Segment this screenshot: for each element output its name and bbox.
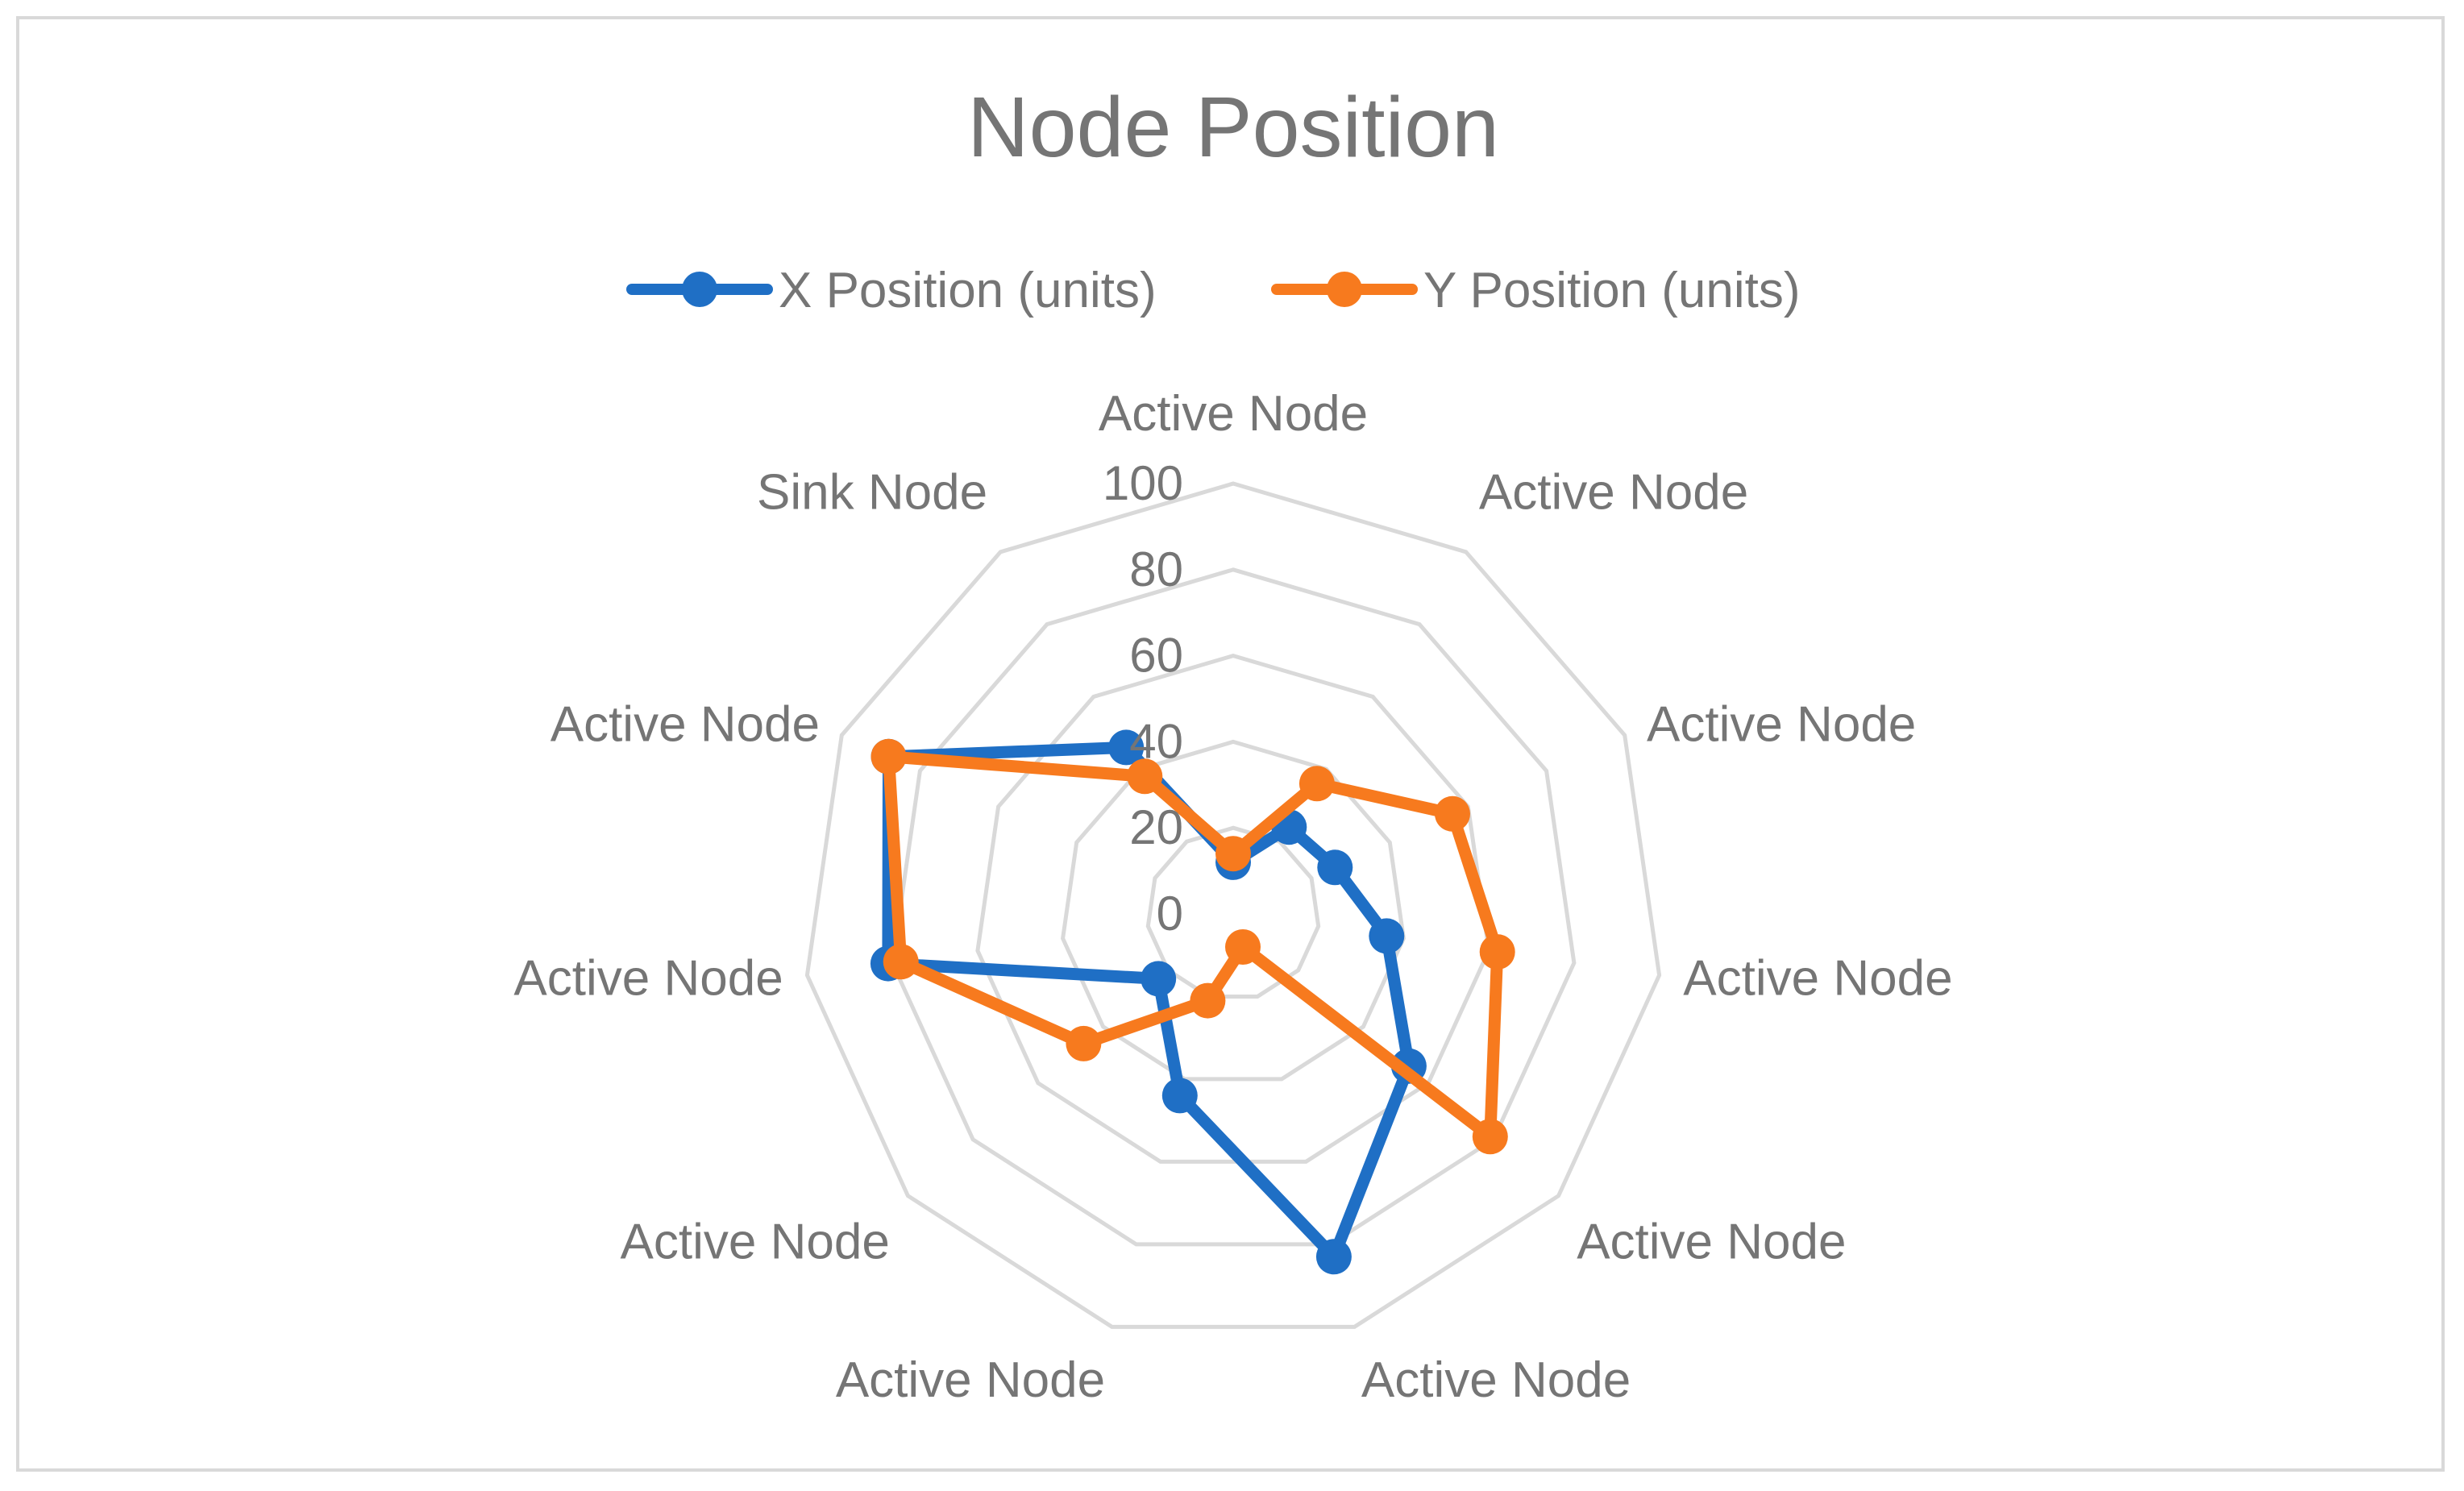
radar-chart: Node Position X Position (units) Y Posit… [513,80,1952,1408]
legend: X Position (units) Y Position (units) [626,263,1801,318]
data-point [1298,766,1335,802]
category-label: Active Node [1577,1214,1846,1269]
category-label: Active Node [836,1352,1105,1408]
radial-ticks: 0 20 40 60 80 100 [1103,456,1183,941]
grid-ring [1145,825,1321,999]
series-line [883,750,1504,1143]
grid-ring [890,567,1577,1247]
category-label: Active Node [1361,1352,1631,1408]
legend-item-x-position: X Position (units) [626,263,1157,318]
category-label: Active Node [1647,697,1916,753]
data-point [1317,849,1353,886]
category-label: Active Node [1479,465,1748,521]
category-label: Active Node [1683,950,1952,1006]
grid-ring [804,481,1662,1329]
radar-grid [804,481,1662,1329]
data-point [1369,918,1405,954]
tick-label: 100 [1103,456,1183,510]
category-label: Active Node [621,1214,890,1269]
data-point [871,738,907,775]
data-point [1141,961,1177,997]
series-1 [871,738,1515,1155]
legend-item-y-position: Y Position (units) [1271,263,1801,318]
data-point [1435,795,1470,832]
data-point [1108,729,1145,766]
legend-label-x-position: X Position (units) [779,263,1157,318]
grid-ring [975,653,1491,1164]
tick-label: 40 [1129,714,1183,768]
data-point [1127,758,1163,795]
legend-label-y-position: Y Position (units) [1423,263,1801,318]
data-point [1190,982,1226,1019]
data-point [1066,1025,1102,1061]
chart-frame: Node Position X Position (units) Y Posit… [16,16,2445,1472]
data-point [1225,929,1261,965]
chart-title: Node Position [967,80,1499,175]
category-label: Active Node [551,697,820,753]
category-label: Active Node [513,950,783,1006]
tick-label: 60 [1129,629,1183,683]
grid-ring [1061,739,1406,1082]
tick-label: 20 [1129,800,1183,854]
data-point [883,944,919,980]
data-point [1161,1078,1198,1114]
tick-label: 0 [1157,887,1183,941]
legend-marker-y-position [1327,272,1362,307]
data-point [1479,934,1515,970]
data-point [1472,1119,1508,1155]
series-layer [870,729,1515,1275]
legend-marker-x-position [682,272,717,307]
data-point [1315,1239,1352,1275]
category-label: Active Node [1099,386,1368,442]
data-point [1215,836,1251,872]
category-label: Sink Node [757,465,987,521]
tick-label: 80 [1129,542,1183,596]
